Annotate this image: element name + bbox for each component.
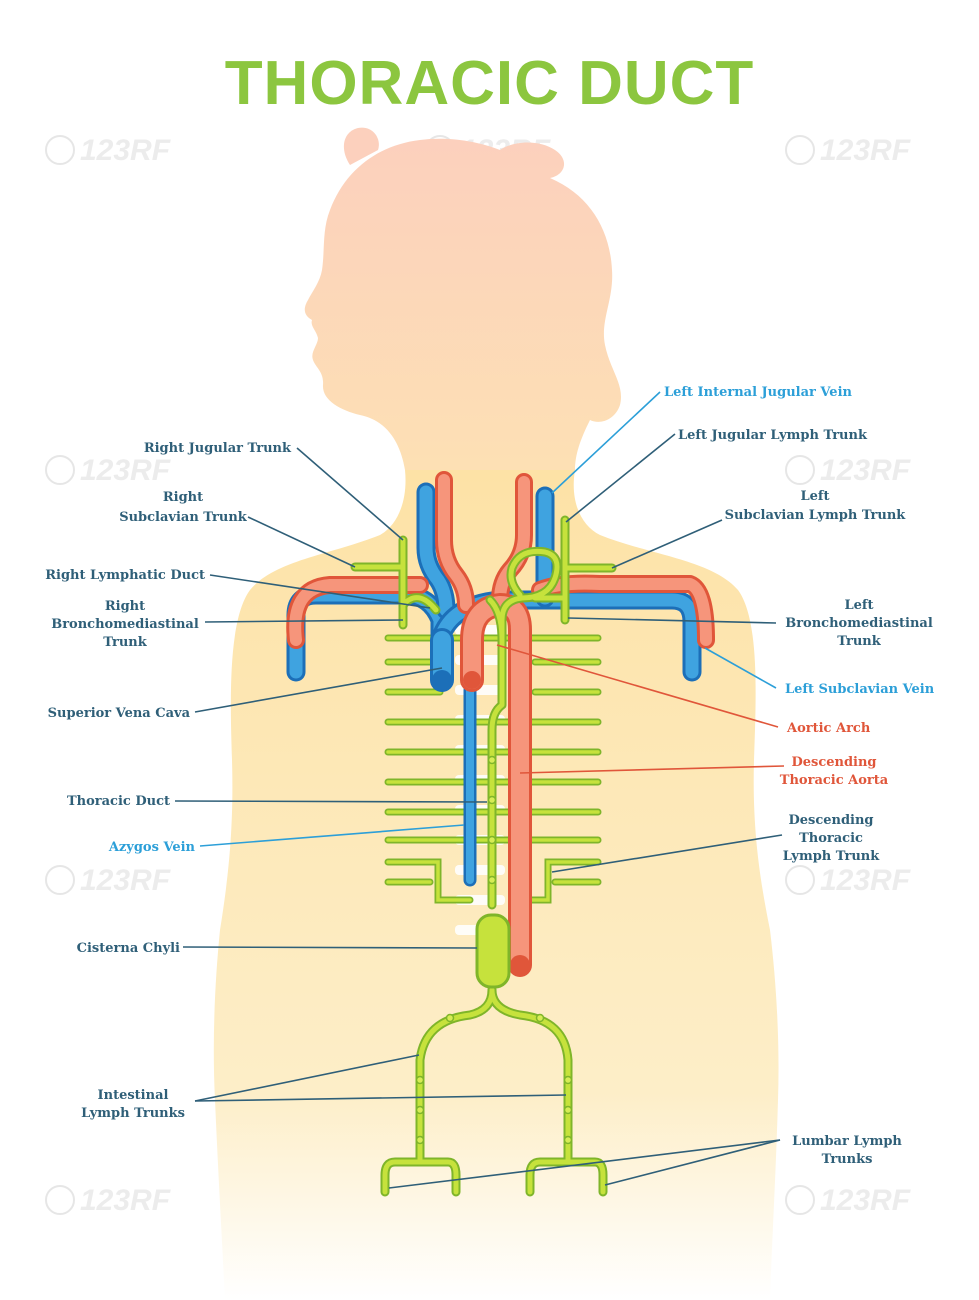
label-intestinal-line2: Lymph Trunks <box>81 1106 185 1121</box>
watermark-logo: 123RF <box>785 1184 911 1217</box>
label-right-jugular-trunk: Right Jugular Trunk <box>144 441 292 456</box>
watermark-logo: 123RF <box>45 454 171 487</box>
svg-text:123RF: 123RF <box>80 1184 171 1217</box>
label-lumbar-line1: Lumbar Lymph <box>792 1134 902 1149</box>
superior-vena-cava-end <box>432 670 452 690</box>
label-descending-lymph-line3: Lymph Trunk <box>783 849 881 864</box>
svg-text:123RF: 123RF <box>820 864 911 897</box>
label-intestinal-line1: Intestinal <box>98 1088 169 1103</box>
watermark-logo: 123RF <box>45 1184 171 1217</box>
label-descending-lymph-line2: Thoracic <box>799 831 863 846</box>
head-silhouette <box>304 138 622 470</box>
label-right-broncho-line1: Right <box>105 599 145 614</box>
diagram-title: THORACIC DUCT <box>224 49 755 118</box>
intercostal-lymph-fill <box>386 636 600 902</box>
svg-text:123RF: 123RF <box>820 1184 911 1217</box>
svg-text:123RF: 123RF <box>820 454 911 487</box>
label-descending-aorta-line2: Thoracic Aorta <box>780 773 889 788</box>
watermark-logo: 123RF <box>785 864 911 897</box>
cisterna-chyli <box>475 913 511 989</box>
thoracic-duct <box>352 517 615 1195</box>
label-right-subclavian-line2: Subclavian Trunk <box>119 510 248 525</box>
label-right-subclavian-line1: Right <box>163 490 203 505</box>
label-left-broncho-line2: Bronchomediastinal <box>785 616 933 631</box>
label-superior-vena-cava: Superior Vena Cava <box>48 706 191 721</box>
arteries <box>286 471 715 977</box>
label-left-subclavian-line1: Left <box>800 489 829 504</box>
watermark-group: 123RF 123RF 123RF 123RF 123RF 123RF 123R… <box>45 134 911 1217</box>
watermark-logo: 123RF <box>785 134 911 167</box>
label-descending-aorta-line1: Descending <box>791 755 876 770</box>
label-descending-lymph-line1: Descending <box>788 813 873 828</box>
watermark-logo: 123RF <box>45 864 171 897</box>
label-thoracic-duct: Thoracic Duct <box>67 794 170 809</box>
label-aortic-arch: Aortic Arch <box>786 721 871 736</box>
label-right-lymphatic-duct: Right Lymphatic Duct <box>45 568 205 583</box>
leader-lines <box>174 391 785 1189</box>
label-left-broncho-line3: Trunk <box>837 634 881 649</box>
label-cisterna-chyli: Cisterna Chyli <box>77 941 180 956</box>
descending-aorta-end <box>510 955 530 975</box>
lymph-nodules <box>415 755 573 1145</box>
label-left-subclavian-line2: Subclavian Lymph Trunk <box>725 508 907 523</box>
watermark-logo: 123RF <box>785 454 911 487</box>
watermark-logo: 123RF <box>45 134 171 167</box>
hair-curl <box>343 127 379 165</box>
label-left-internal-jugular-vein: Left Internal Jugular Vein <box>664 385 853 400</box>
svg-text:123RF: 123RF <box>80 134 171 167</box>
label-azygos-vein: Azygos Vein <box>108 840 196 855</box>
label-right-broncho-line2: Bronchomediastinal <box>51 617 199 632</box>
label-left-broncho-line1: Left <box>844 598 873 613</box>
aorta-root-end <box>463 671 481 689</box>
label-left-subclavian-vein: Left Subclavian Vein <box>785 682 935 697</box>
svg-text:123RF: 123RF <box>80 454 171 487</box>
svg-text:123RF: 123RF <box>80 864 171 897</box>
label-right-broncho-line3: Trunk <box>103 635 147 650</box>
label-lumbar-line2: Trunks <box>822 1152 873 1167</box>
svg-text:123RF: 123RF <box>820 134 911 167</box>
label-left-jugular-lymph-trunk: Left Jugular Lymph Trunk <box>678 428 868 443</box>
